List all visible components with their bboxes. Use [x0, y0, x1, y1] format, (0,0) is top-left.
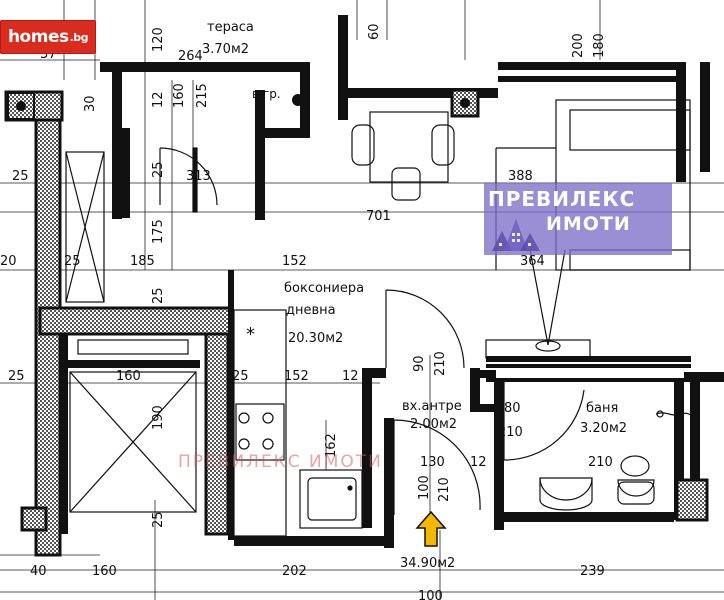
shaft [65, 151, 197, 513]
dim-label: 190 [151, 405, 166, 430]
dim-label: 100 [417, 475, 432, 500]
dim-label: 152 [282, 254, 307, 269]
dim-label: 80 [504, 401, 521, 416]
tv-stand [485, 249, 591, 359]
dim-label: 210 [588, 455, 613, 470]
dim-label: 215 [195, 83, 210, 108]
svg-text:*: * [246, 324, 255, 345]
bath-door [503, 382, 585, 461]
logo-name: homes [7, 27, 69, 47]
bath-name: баня [586, 401, 618, 416]
dim-label: 25 [151, 287, 166, 304]
dim-label: 25 [12, 169, 29, 184]
dim-label: 210 [433, 351, 448, 376]
brand-buildings-icon [492, 219, 540, 251]
dining-set [351, 111, 455, 201]
dim-label: 175 [151, 219, 166, 244]
dim-label: 12 [470, 455, 487, 470]
dim-label: 180 [592, 33, 607, 58]
dim-label: 210 [437, 477, 452, 502]
brand-line-1: ПРЕВИЛЕКС [488, 187, 636, 211]
dimension-labels: 37 120 264 60 200 180 30 12 160 215 25 2… [0, 23, 613, 600]
hall-name: вх.антре [402, 399, 462, 414]
vertical-duct-label: в.гр. [252, 87, 281, 101]
dim-label: 60 [367, 23, 382, 40]
brand-line-2: ИМОТИ [546, 213, 631, 235]
terrace-area: 3.70м2 [202, 42, 249, 57]
dim-label: 152 [284, 369, 309, 384]
dim-label: 25 [8, 369, 25, 384]
dim-label: 264 [178, 49, 203, 64]
dim-label: 25 [64, 254, 81, 269]
total-area: 34.90м2 [400, 556, 455, 571]
entrance-door [393, 419, 481, 515]
watermark-text: ПРЕВИЛЕКС ИМОТИ [178, 452, 383, 472]
dim-label: 200 [571, 33, 586, 58]
dim-label: 90 [412, 355, 427, 372]
dim-label: 120 [151, 27, 166, 52]
dim-label: 12 [151, 91, 166, 108]
homes-bg-logo[interactable]: homes.bg [0, 20, 96, 54]
dim-label: 388 [508, 169, 533, 184]
dim-label: 364 [520, 254, 545, 269]
dim-label: 160 [172, 83, 187, 108]
living-area: 20.30м2 [288, 331, 343, 346]
living-name-2: дневна [286, 303, 336, 318]
dim-label: 239 [580, 564, 605, 579]
dim-label: 202 [282, 564, 307, 579]
terrace-name: тераса [207, 20, 254, 35]
bath-fixtures [539, 410, 699, 511]
dim-label: 12 [342, 369, 359, 384]
dim-label: 30 [83, 95, 98, 112]
room-labels: тераса 3.70м2 в.гр. боксониера дневна 20… [202, 20, 627, 571]
dim-label: 20 [0, 254, 17, 269]
dim-label: 160 [92, 564, 117, 579]
logo-tld: .bg [69, 30, 89, 44]
dim-label: 40 [30, 564, 47, 579]
living-door [385, 289, 465, 369]
dim-label: 130 [420, 455, 445, 470]
living-name-1: боксониера [284, 281, 364, 296]
terrace-door [159, 147, 218, 213]
dim-label: 25 [232, 369, 249, 384]
entry-arrow [415, 510, 447, 547]
dim-label: 185 [130, 254, 155, 269]
dim-label: 160 [116, 369, 141, 384]
dim-label: 25 [151, 161, 166, 178]
dim-label: 210 [498, 425, 523, 440]
hall-area: 2.00м2 [410, 417, 457, 432]
dim-label: 100 [418, 589, 443, 600]
dim-label: 701 [366, 209, 391, 224]
walls [4, 15, 724, 557]
kitchen-counter: * [233, 309, 363, 537]
brand-watermark-box: ПРЕВИЛЕКС ИМОТИ [484, 183, 672, 255]
bath-area: 3.20м2 [580, 421, 627, 436]
dim-label: 313 [186, 169, 211, 184]
dim-label: 162 [324, 433, 339, 458]
dim-label: 25 [151, 511, 166, 528]
columns [7, 88, 480, 120]
